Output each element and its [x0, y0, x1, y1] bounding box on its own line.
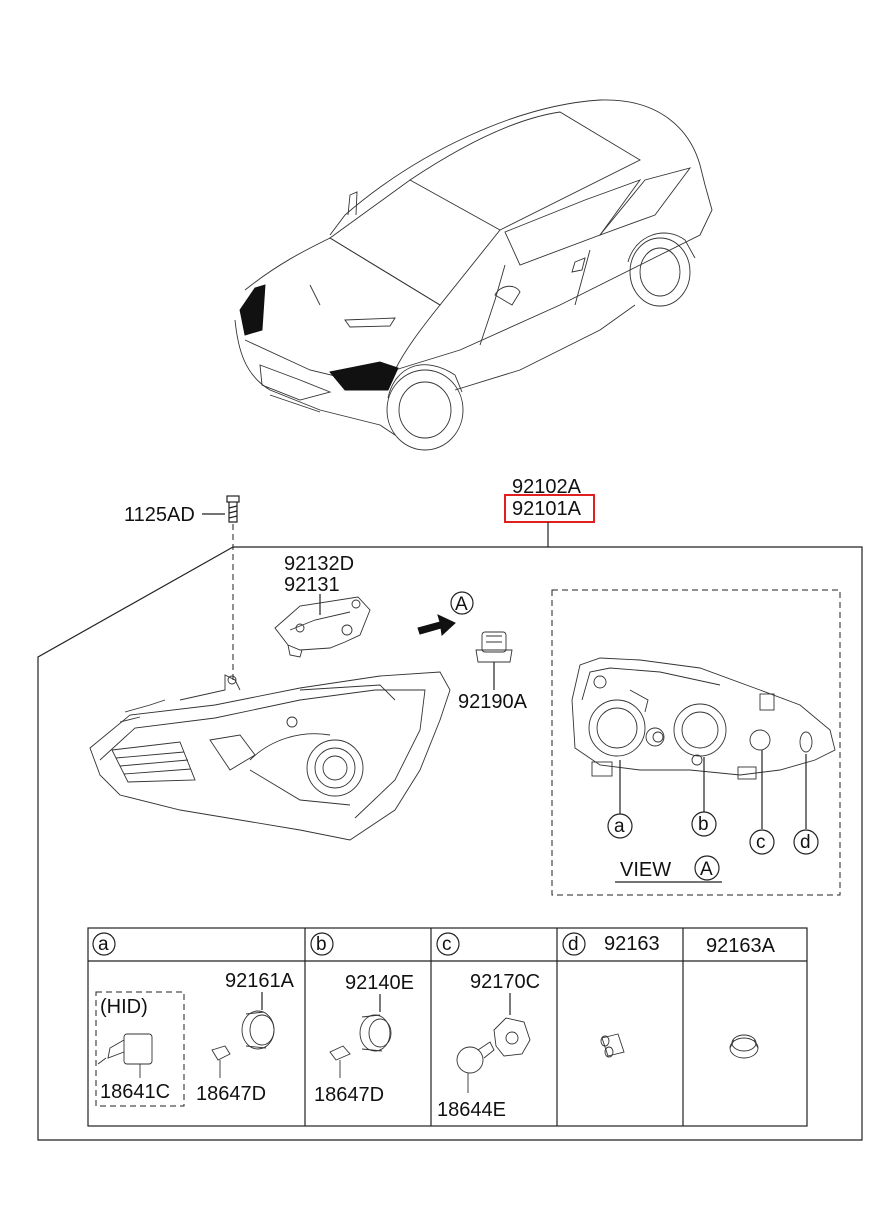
highlight-box-92101a: [504, 494, 595, 523]
part-label-92131: 92131: [284, 574, 340, 596]
hid-bulb-icon: [97, 1033, 153, 1078]
hid-group-box: [95, 991, 185, 1107]
part-label-92101a: 92101A: [512, 498, 582, 520]
headlamp-rear-view-illustration: [571, 657, 836, 780]
part-label-92163: 92163: [604, 933, 660, 955]
callout-label-b: b: [698, 814, 709, 835]
assembly-frame: [37, 546, 863, 1141]
hid-label: (HID): [100, 996, 148, 1018]
part-label-92132d: 92132D: [284, 553, 354, 575]
part-label-18644e: 18644E: [437, 1099, 506, 1121]
direction-arrow-icon: [417, 614, 456, 637]
callout-circle-c: [749, 829, 775, 855]
table-header-circle-c: [436, 932, 460, 956]
part-label-18647d-b: 18647D: [314, 1084, 384, 1106]
table-header-circle-b: [310, 932, 334, 956]
callout-circle-d: [793, 829, 819, 855]
part-label-92190a: 92190A: [458, 691, 528, 713]
view-label: VIEW: [620, 859, 671, 881]
socket-c-icon: [493, 1017, 531, 1057]
callout-circle-a: [607, 813, 633, 839]
callout-circle-A: [450, 591, 474, 615]
view-callout-circle-A: [694, 855, 720, 881]
part-label-92161a: 92161A: [225, 970, 295, 992]
headlamp-assembly-illustration: [89, 671, 451, 841]
table-header-a: a: [98, 934, 109, 955]
socket-92190a-icon: [475, 631, 513, 663]
table-header-b: b: [316, 934, 327, 955]
socket-ring-b-icon: [359, 1014, 392, 1052]
bracket-icon: [274, 596, 371, 658]
callout-circle-b: [691, 811, 717, 837]
callout-label-A: A: [455, 594, 468, 615]
table-header-circle-d: [562, 932, 586, 956]
part-label-1125ad: 1125AD: [124, 504, 195, 526]
grommet-92163a-icon: [729, 1034, 759, 1059]
part-label-92170c: 92170C: [470, 971, 540, 993]
small-bulb-a-icon: [211, 1045, 231, 1078]
callout-label-a: a: [614, 816, 625, 837]
view-a-box: [551, 589, 841, 896]
screw-icon: [226, 495, 240, 523]
table-header-c: c: [442, 934, 452, 955]
part-label-92140e: 92140E: [345, 972, 414, 994]
car-illustration: [234, 99, 713, 451]
part-label-18647d-a: 18647D: [196, 1083, 266, 1105]
table-header-d: d: [568, 934, 579, 955]
parts-table: [87, 927, 808, 1127]
callout-label-c: c: [756, 832, 766, 853]
callout-label-d: d: [800, 832, 811, 853]
view-callout-label-A: A: [700, 859, 713, 880]
small-bulb-b-icon: [329, 1045, 351, 1078]
part-label-92163a: 92163A: [706, 935, 776, 957]
part-label-92102a: 92102A: [512, 476, 582, 498]
table-header-circle-a: [92, 932, 116, 956]
part-label-18641c: 18641C: [100, 1081, 170, 1103]
socket-ring-a-icon: [241, 1010, 275, 1050]
grommet-d-icon: [600, 1033, 625, 1058]
bulb-c-icon: [456, 1041, 495, 1093]
